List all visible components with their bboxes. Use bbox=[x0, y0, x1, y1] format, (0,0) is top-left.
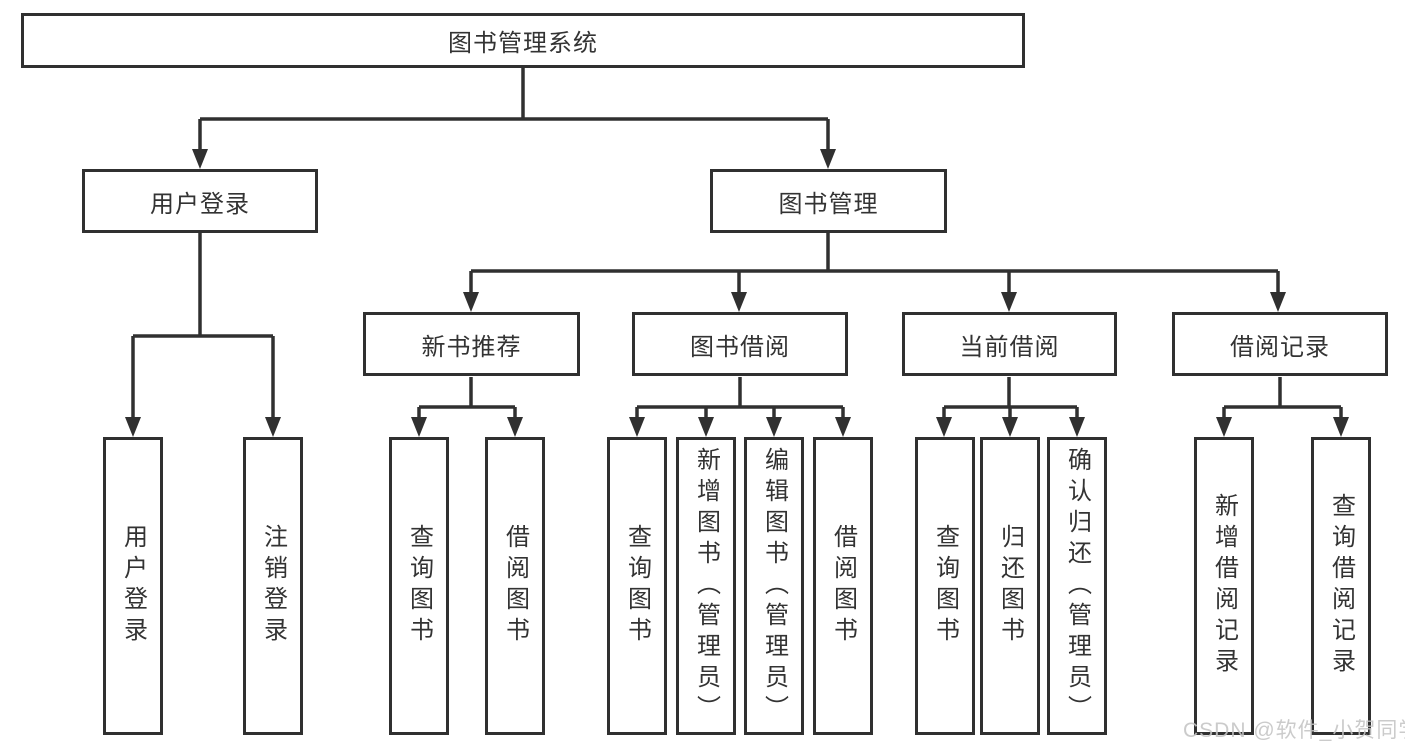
csdn-watermark: CSDN @软件_小贺同学 bbox=[1183, 719, 1405, 742]
node-edit-book-admin: 编辑图书（管理员） bbox=[744, 437, 804, 735]
node-label: 查询图书 bbox=[931, 524, 959, 648]
node-label: 新书推荐 bbox=[421, 333, 522, 361]
node-label: 借阅图书 bbox=[829, 524, 857, 648]
node-user-login-leaf: 用户登录 bbox=[103, 437, 163, 735]
node-label: 用户登录 bbox=[119, 524, 147, 648]
node-label: 查询借阅记录 bbox=[1327, 493, 1355, 679]
node-label: 确认归还（管理员） bbox=[1063, 446, 1091, 726]
node-label: 新增图书（管理员） bbox=[692, 446, 720, 726]
node-label: 图书管理 bbox=[778, 190, 879, 218]
node-logout: 注销登录 bbox=[243, 437, 303, 735]
node-label: 编辑图书（管理员） bbox=[760, 446, 788, 726]
node-label: 注销登录 bbox=[259, 524, 287, 648]
node-book-borrowing: 图书借阅 bbox=[632, 312, 848, 376]
node-current-borrowing: 当前借阅 bbox=[902, 312, 1117, 376]
node-new-book-recommendation: 新书推荐 bbox=[363, 312, 580, 376]
node-label: 新增借阅记录 bbox=[1210, 493, 1238, 679]
node-label: 图书管理系统 bbox=[448, 30, 598, 57]
node-label: 归还图书 bbox=[996, 524, 1024, 648]
node-label: 查询图书 bbox=[405, 524, 433, 648]
node-label: 借阅记录 bbox=[1230, 333, 1330, 361]
node-book-management: 图书管理 bbox=[710, 169, 947, 233]
node-user-login: 用户登录 bbox=[82, 169, 318, 233]
node-add-book-admin: 新增图书（管理员） bbox=[676, 437, 736, 735]
node-label: 图书借阅 bbox=[690, 333, 790, 361]
node-borrow-query-books: 查询图书 bbox=[607, 437, 667, 735]
node-label: 借阅图书 bbox=[501, 524, 529, 648]
node-label: 用户登录 bbox=[150, 190, 250, 218]
node-borrowing-records: 借阅记录 bbox=[1172, 312, 1388, 376]
node-add-borrow-record: 新增借阅记录 bbox=[1194, 437, 1254, 735]
arrowheads bbox=[125, 149, 1349, 437]
node-current-query-books: 查询图书 bbox=[915, 437, 975, 735]
node-query-borrow-record: 查询借阅记录 bbox=[1311, 437, 1371, 735]
node-recommend-borrow-books: 借阅图书 bbox=[485, 437, 545, 735]
node-label: 当前借阅 bbox=[959, 333, 1060, 361]
node-library-management-system: 图书管理系统 bbox=[21, 13, 1025, 68]
node-recommend-query-books: 查询图书 bbox=[389, 437, 449, 735]
node-label: 查询图书 bbox=[623, 524, 651, 648]
node-confirm-return-admin: 确认归还（管理员） bbox=[1047, 437, 1107, 735]
node-borrow-books: 借阅图书 bbox=[813, 437, 873, 735]
node-return-book: 归还图书 bbox=[980, 437, 1040, 735]
